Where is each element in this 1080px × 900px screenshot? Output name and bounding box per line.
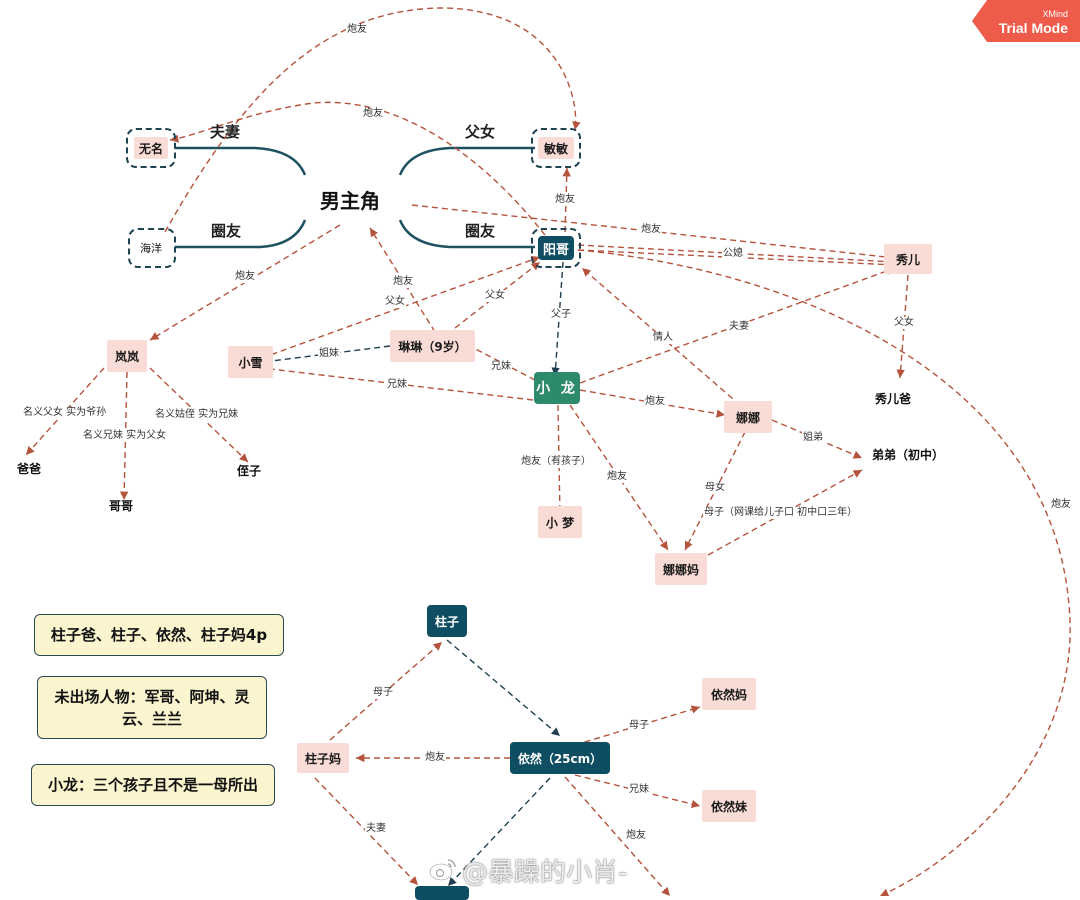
node-linlin[interactable]: 琳琳（9岁）	[390, 330, 475, 362]
edge-label: 公媳	[722, 248, 744, 260]
node-wuming[interactable]: 无名	[134, 137, 168, 159]
edge-label: 夫妻	[365, 823, 387, 835]
edge-label: 名义父女 实为爷孙	[22, 407, 108, 419]
edge-label: 炮友	[346, 24, 368, 36]
edge-label: 炮友	[640, 224, 662, 236]
edge-label: 兄妹	[628, 784, 650, 796]
branch-label-friend-left: 圈友	[211, 222, 242, 240]
note-xiaolong-children[interactable]: 小龙：三个孩子且不是一母所出	[31, 764, 275, 806]
node-haiyang[interactable]: 海洋	[140, 242, 162, 255]
edge-label: 父女	[384, 296, 406, 308]
badge-app-name: XMind	[1042, 9, 1068, 19]
edge-label: 名义兄妹 实为父女	[82, 430, 168, 442]
note-4p[interactable]: 柱子爸、柱子、依然、柱子妈4p	[34, 614, 284, 656]
node-nanama[interactable]: 娜娜妈	[655, 553, 707, 585]
xmind-trial-badge[interactable]: XMind Trial Mode	[970, 0, 1080, 44]
edge-label: 母女	[704, 482, 726, 494]
note-absent-characters[interactable]: 未出场人物：军哥、阿坤、灵云、兰兰	[37, 676, 267, 739]
node-zhuzima[interactable]: 柱子妈	[297, 743, 349, 773]
minmin-container	[531, 128, 581, 168]
weibo-icon	[429, 859, 456, 881]
wuming-container	[126, 128, 176, 168]
haiyang-container	[128, 228, 176, 268]
edge-label: 父子	[550, 309, 572, 321]
node-didi[interactable]: 弟弟（初中）	[872, 447, 945, 462]
edge-label: 母子（网课给儿子口 初中口三年）	[703, 507, 859, 519]
node-zhizi[interactable]: 侄子	[236, 463, 261, 478]
branch-label-friend-right: 圈友	[465, 222, 496, 240]
edge-label: 炮友	[606, 471, 628, 483]
edge-label: 炮友	[644, 396, 666, 408]
watermark-text: @暴躁的小肖-	[462, 858, 628, 888]
edge-label: 兄妹	[386, 379, 408, 391]
node-bottom-partial[interactable]	[415, 886, 469, 900]
branch-label-wife: 夫妻	[210, 123, 241, 141]
edge-label: 炮友（有孩子）	[520, 456, 592, 468]
branch-label-daughter: 父女	[465, 123, 496, 141]
edge-label: 炮友	[392, 276, 414, 288]
node-xiuer[interactable]: 秀儿	[884, 244, 932, 274]
edge-label: 炮友	[234, 271, 256, 283]
edge-label: 情人	[652, 332, 674, 344]
node-gege[interactable]: 哥哥	[108, 498, 133, 513]
edge-label: 夫妻	[728, 321, 750, 333]
yangge-container	[531, 228, 581, 268]
edge-label: 炮友	[362, 108, 384, 120]
badge-background	[972, 0, 1080, 42]
node-yiranma[interactable]: 依然妈	[702, 678, 756, 710]
edge-label: 名义姑侄 实为兄妹	[154, 409, 240, 421]
edge-label: 炮友	[424, 752, 446, 764]
node-xiaomeng[interactable]: 小 梦	[538, 506, 582, 538]
edge-label: 母子	[628, 720, 650, 732]
node-xiaolong[interactable]: 小 龙	[534, 372, 580, 404]
edge-label: 母子	[372, 687, 394, 699]
edge-label: 父女	[484, 290, 506, 302]
node-minmin[interactable]: 敏敏	[538, 137, 574, 159]
node-xiaoxue[interactable]: 小雪	[228, 346, 273, 378]
center-topic[interactable]: 男主角	[320, 189, 380, 213]
node-nana[interactable]: 娜娜	[724, 401, 772, 433]
node-baba[interactable]: 爸爸	[16, 461, 41, 476]
node-yangge[interactable]: 阳哥	[538, 236, 574, 260]
edge-label: 炮友	[1050, 499, 1072, 511]
edge-label: 炮友	[625, 830, 647, 842]
edge-label: 炮友	[554, 194, 576, 206]
node-yiran[interactable]: 依然（25cm）	[510, 742, 610, 774]
edge-label: 父女	[893, 317, 915, 329]
edge-label: 兄妹	[490, 361, 512, 373]
node-lanlan[interactable]: 岚岚	[107, 340, 147, 372]
node-yiranmei[interactable]: 依然妹	[702, 790, 756, 822]
edge-label: 姐弟	[802, 432, 824, 444]
badge-mode: Trial Mode	[998, 20, 1068, 36]
node-zhuzi[interactable]: 柱子	[427, 605, 467, 637]
node-xiuerba[interactable]: 秀儿爸	[874, 391, 911, 406]
edge-label: 姐妹	[318, 348, 340, 360]
